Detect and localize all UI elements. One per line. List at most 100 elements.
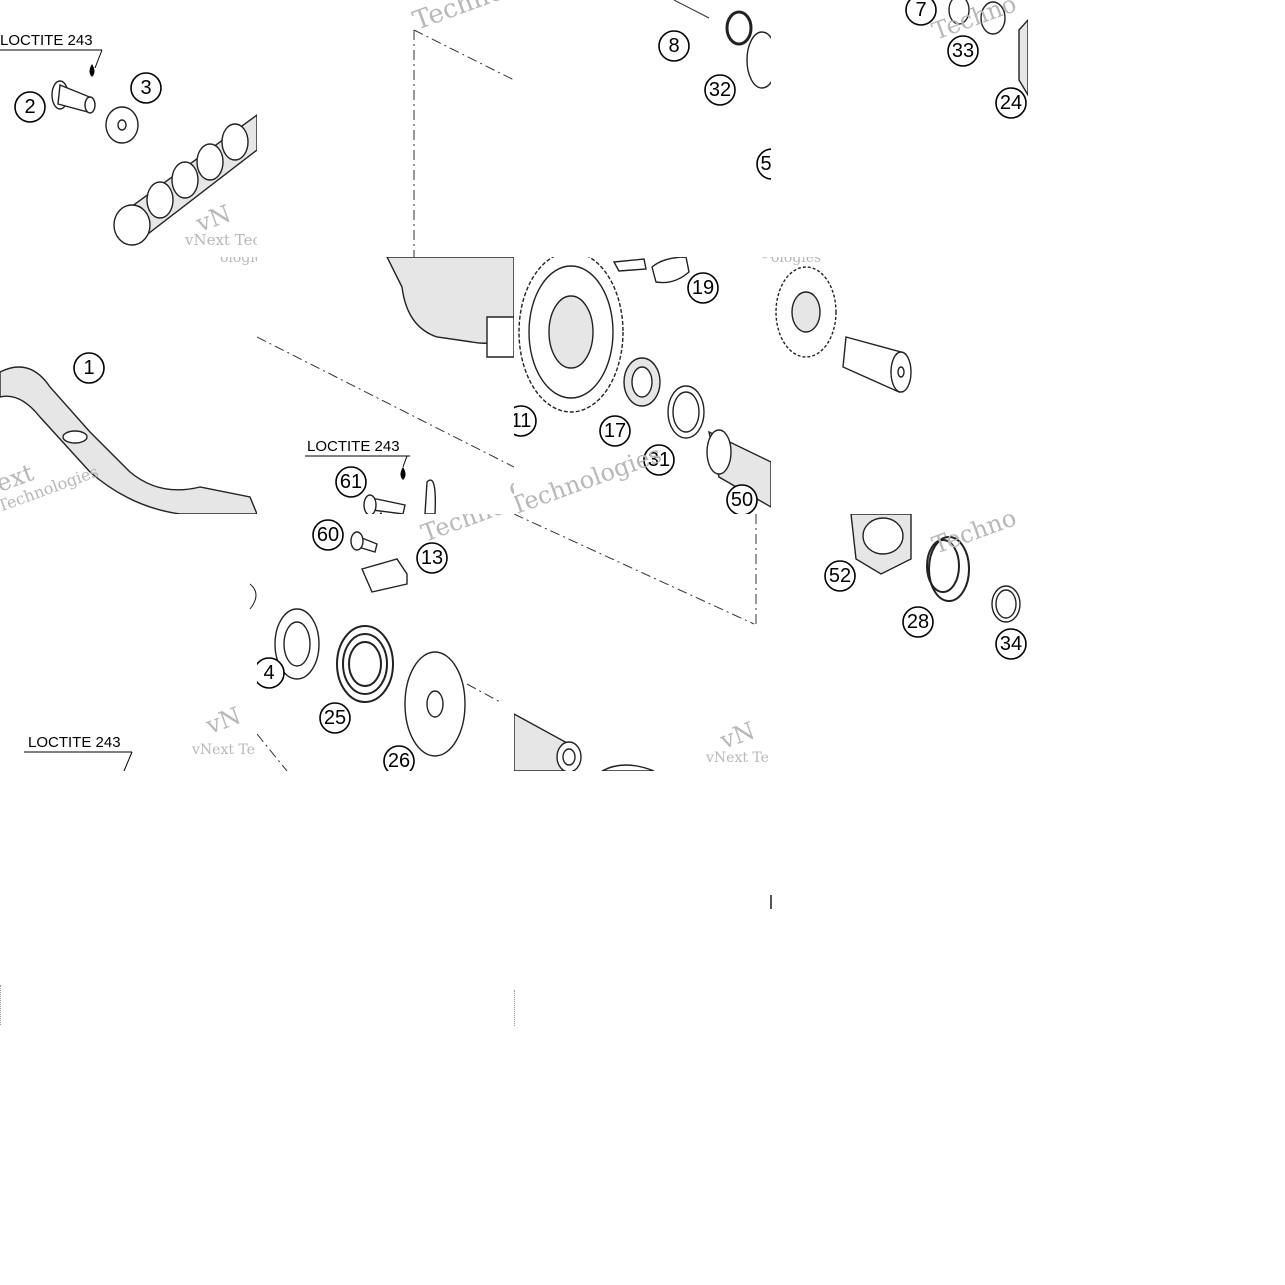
washer-part: [667, 385, 705, 439]
svg-text:vNext Te: vNext Te: [705, 750, 769, 766]
needle-bearing-part: [623, 357, 661, 407]
circlip-part: [725, 10, 753, 46]
loctite-label: LOCTITE 243: [0, 32, 93, 49]
svg-text:25: 25: [324, 707, 346, 729]
edge-fragment: [514, 990, 521, 1026]
callout-4: 4: [257, 657, 285, 689]
callout-31: 31: [643, 444, 675, 476]
callout-25: 25: [319, 702, 351, 734]
tile-lower-left: LOCTITE 243 vNext Te vN: [0, 514, 257, 771]
callout-24: 24: [995, 87, 1027, 119]
bracket-bolt-part: [350, 531, 408, 593]
tile-main-gear: 19 11 17 31 50 vNext Tech Technologies: [514, 257, 771, 514]
callout-11: 11: [514, 405, 537, 437]
callout-1: 1: [73, 352, 105, 384]
callout-33: 33: [947, 35, 979, 67]
callout-26: 26: [383, 745, 415, 771]
svg-text:50: 50: [731, 489, 753, 511]
shaft-part: [113, 114, 257, 246]
shim-washer-part: [991, 585, 1021, 623]
callout-34: 34: [995, 628, 1027, 660]
callout-3: 3: [130, 72, 162, 104]
thrust-washer-part: [746, 31, 771, 89]
tile-kickstart-lever: 1 ext Technologies ologies: [0, 257, 257, 514]
tile-idler-gear: ologies: [771, 257, 1028, 514]
tile-circlip: 8 32 5: [514, 0, 771, 257]
shaft-splined-end-part: [514, 713, 655, 771]
kick-gear-part: [518, 257, 624, 413]
watermark: Techno: [409, 0, 508, 37]
svg-text:ologies: ologies: [220, 257, 257, 266]
spline-shaft-part: [706, 429, 771, 508]
svg-text:33: 33: [952, 40, 974, 62]
ratchet-spring-part: [926, 536, 970, 602]
svg-text:vN: vN: [202, 702, 245, 740]
svg-text:7: 7: [915, 0, 926, 21]
loctite-label: LOCTITE 243: [307, 438, 400, 455]
adhesive-drop-icon: [89, 64, 95, 77]
svg-text:3: 3: [140, 77, 151, 99]
callout-5-partial: 5: [756, 148, 771, 180]
svg-text:2: 2: [24, 96, 35, 118]
kickstart-lever-part: [0, 366, 257, 514]
svg-text:60: 60: [317, 524, 339, 546]
watermark: Techno: [417, 514, 508, 548]
svg-text:52: 52: [829, 565, 851, 587]
shaft-pin-part: [842, 336, 912, 394]
svg-text:Techno: Techno: [928, 514, 1019, 560]
loctite-note: LOCTITE 243: [305, 438, 410, 468]
svg-text:34: 34: [1000, 633, 1022, 655]
edge-fragment: [0, 985, 7, 1025]
watermark: ologies: [771, 257, 821, 266]
callout-17: 17: [599, 415, 631, 447]
callout-19: 19: [687, 272, 719, 304]
bolt-part: [363, 494, 406, 514]
svg-text:Technologies: Technologies: [514, 440, 665, 514]
svg-text:ologies: ologies: [771, 257, 821, 266]
watermark: Techno: [928, 0, 1019, 46]
tile-top-center-left: Techno: [257, 0, 514, 257]
callout-52: 52: [824, 560, 856, 592]
svg-text:vNext Tech: vNext Tech: [700, 257, 771, 266]
svg-text:17: 17: [604, 420, 626, 442]
callout-60: 60: [312, 519, 344, 551]
adhesive-drop-icon: [400, 467, 406, 480]
callout-2: 2: [14, 91, 46, 123]
svg-text:28: 28: [907, 611, 929, 633]
svg-text:Techno: Techno: [928, 0, 1019, 46]
callout-28: 28: [902, 606, 934, 638]
pin-part: [612, 257, 690, 284]
callout-50: 50: [726, 484, 758, 514]
svg-text:24: 24: [1000, 92, 1022, 114]
washer-part: [105, 106, 139, 144]
loctite-label: LOCTITE 243: [28, 734, 121, 751]
tile-camshaft: LOCTITE 243: [0, 0, 257, 257]
svg-text:ext: ext: [504, 463, 514, 502]
tile-spring-washers: 60 13 4 25 26 Techno: [257, 514, 514, 771]
ratchet-gear-part: [850, 514, 912, 575]
watermark: vNext Tec vN: [184, 200, 257, 249]
spring-cover-disc-part: [404, 651, 466, 757]
svg-text:Techno: Techno: [417, 514, 508, 548]
svg-text:13: 13: [421, 547, 443, 569]
tile-shaft-lower: vNext Te vN: [514, 514, 771, 771]
svg-text:4: 4: [263, 662, 274, 684]
loctite-note: LOCTITE 243: [0, 32, 103, 69]
tile-bracket-bolts: LOCTITE 243 61 ext: [257, 257, 514, 514]
watermark: ext: [504, 463, 514, 502]
svg-text:5: 5: [760, 153, 771, 175]
callout-61: 61: [335, 466, 367, 498]
svg-text:61: 61: [340, 471, 362, 493]
svg-text:11: 11: [514, 410, 531, 432]
gear-part-edge: [1018, 18, 1028, 97]
kickstart-housing-part: [386, 257, 514, 358]
loctite-note: LOCTITE 243: [24, 734, 133, 771]
watermark: vNext Te vN: [705, 717, 769, 766]
callout-13: 13: [416, 542, 448, 574]
svg-text:32: 32: [709, 79, 731, 101]
tile-gear-top: 7 33 24 Techno: [771, 0, 1028, 257]
svg-text:8: 8: [668, 35, 679, 57]
svg-text:vNext Tec: vNext Tec: [184, 231, 257, 249]
edge-fragment: [770, 895, 772, 909]
